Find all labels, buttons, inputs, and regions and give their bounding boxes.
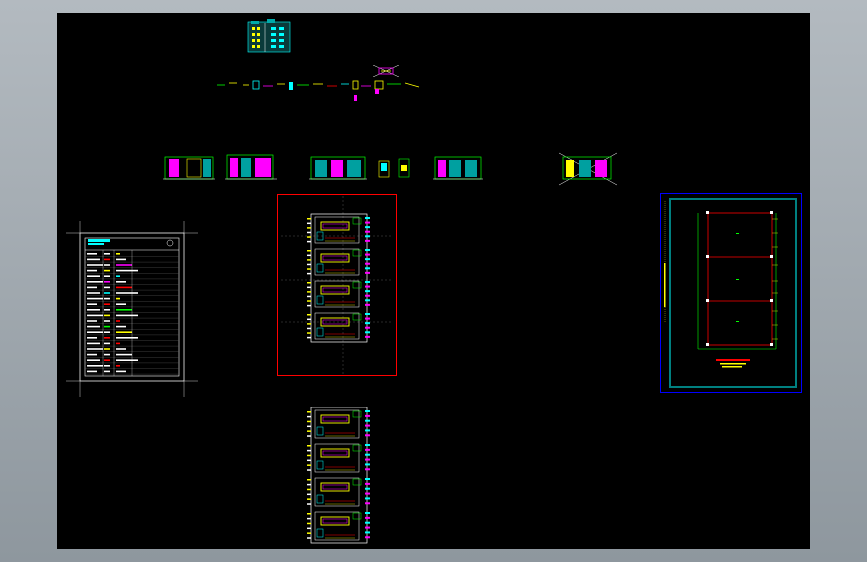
detail-x-mark <box>373 65 399 77</box>
floor-plan-lower[interactable] <box>307 407 377 549</box>
section-detail-right[interactable] <box>557 151 619 187</box>
building-elevation-thumb[interactable] <box>247 19 291 53</box>
detail-strip[interactable] <box>215 67 430 107</box>
elevation-row[interactable] <box>163 151 493 185</box>
schedule-table[interactable] <box>66 221 198 397</box>
site-plan-frame[interactable] <box>660 193 802 393</box>
floor-plan-selected[interactable] <box>277 194 397 376</box>
drawing-canvas[interactable] <box>57 13 810 549</box>
